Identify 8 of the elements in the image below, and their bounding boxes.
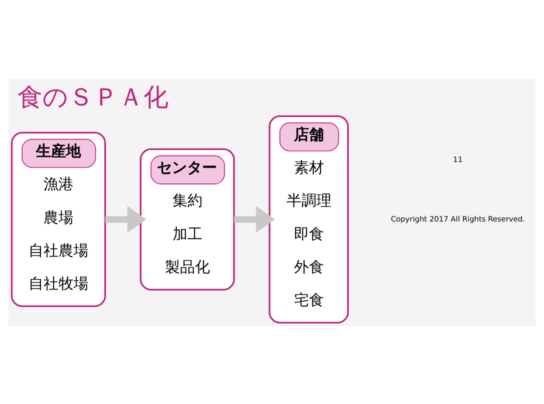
- node-box: 店舗 素材 半調理 即食 外食 宅食: [268, 114, 349, 324]
- label: Copyright 2017 All Rights Reserved.: [390, 214, 525, 223]
- arrow: [105, 206, 146, 232]
- arrow: [234, 206, 276, 232]
- diagram-title: 食のＳＰＡ化: [18, 82, 169, 111]
- node-box: センター 集約 加工 製品化: [140, 148, 235, 290]
- label: 11: [453, 154, 463, 164]
- node-box: 生産地 漁港 農場 自社農場 自社牧場: [10, 131, 106, 306]
